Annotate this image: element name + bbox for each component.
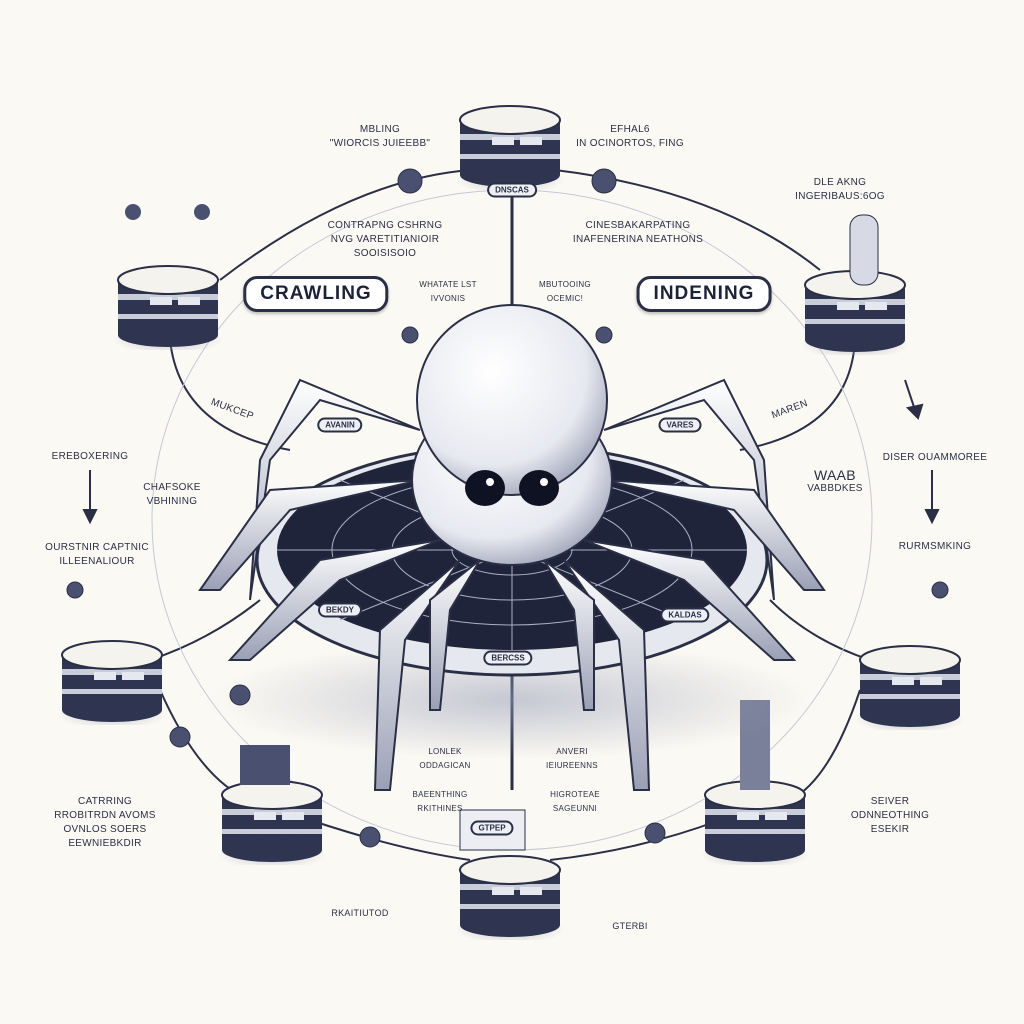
database-server-icon bbox=[454, 855, 566, 940]
label-bottom-far-right: GTERBI bbox=[612, 921, 648, 931]
arrow-down-icon bbox=[82, 379, 940, 525]
database-server-icon bbox=[216, 780, 328, 865]
database-server-icon bbox=[799, 270, 911, 355]
eye-icon bbox=[465, 470, 505, 506]
database-server-icon bbox=[699, 780, 811, 865]
pad-tag-right: KALDAS bbox=[660, 607, 710, 623]
database-server-icon bbox=[56, 640, 168, 725]
building-icon bbox=[240, 745, 290, 785]
spider-robot-icon bbox=[198, 304, 826, 791]
label-right-lower: RURMSMKING bbox=[898, 541, 972, 552]
building-icon bbox=[849, 214, 879, 286]
label-bottom-far-left: RKAITIUTOD bbox=[331, 908, 389, 918]
label-left-mid: EREBOXERING bbox=[51, 451, 129, 462]
database-server-icon bbox=[454, 105, 566, 190]
indexing-label: INDENING bbox=[636, 276, 772, 312]
label-right-mid: DISER OUAMMOREE bbox=[882, 452, 988, 463]
label-top-left: MBLING"WIORCIS JUIEEBB" bbox=[329, 124, 431, 149]
crawling-label: CRAWLING bbox=[243, 276, 389, 312]
pad-tag-left: BEKDY bbox=[317, 602, 363, 618]
database-server-icon bbox=[112, 265, 224, 350]
leg-tag-left: AVANIN bbox=[317, 417, 363, 433]
node-icon bbox=[66, 168, 949, 848]
spider-tag: BERCSS bbox=[483, 650, 533, 666]
cube-tag: GTPEP bbox=[470, 820, 514, 836]
database-server-icon bbox=[854, 645, 966, 730]
eye-icon bbox=[519, 470, 559, 506]
gear-icon bbox=[125, 204, 210, 220]
db-tag: DNSCAS bbox=[487, 182, 537, 198]
leg-tag-right: VARES bbox=[658, 417, 702, 433]
